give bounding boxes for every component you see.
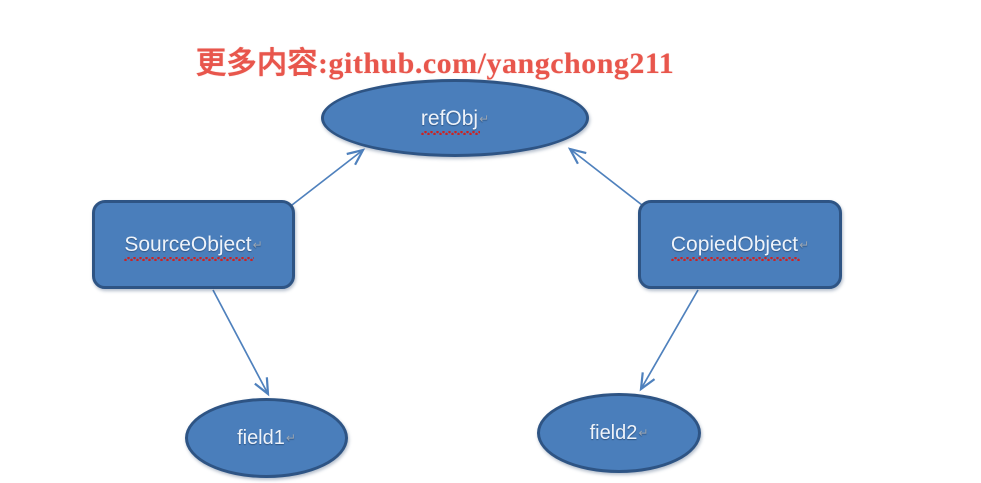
node-sourceobject[interactable]: SourceObject↵	[92, 200, 295, 289]
edge-source-to-refobj	[291, 148, 366, 206]
node-refobj[interactable]: refObj↵	[321, 79, 589, 157]
pilcrow-mark: ↵	[638, 426, 649, 440]
node-sourceobject-label: SourceObject↵	[124, 233, 263, 261]
node-copiedobject[interactable]: CopiedObject↵	[638, 200, 842, 289]
pilcrow-mark: ↵	[479, 111, 490, 126]
node-field2-label: field2↵	[589, 422, 649, 444]
pilcrow-mark: ↵	[285, 431, 296, 445]
pilcrow-mark: ↵	[799, 238, 810, 252]
edge-source-to-field1	[212, 289, 270, 397]
node-refobj-label: refObj↵	[420, 106, 490, 135]
edge-copied-to-field2	[639, 289, 699, 392]
node-copiedobject-label: CopiedObject↵	[670, 233, 810, 261]
pilcrow-mark: ↵	[252, 238, 263, 252]
node-field2[interactable]: field2↵	[537, 393, 701, 473]
edge-copied-to-refobj	[567, 147, 643, 206]
node-field1-label: field1↵	[237, 427, 296, 449]
node-field1[interactable]: field1↵	[185, 398, 348, 478]
watermark-text: 更多内容:github.com/yangchong211	[196, 47, 675, 80]
